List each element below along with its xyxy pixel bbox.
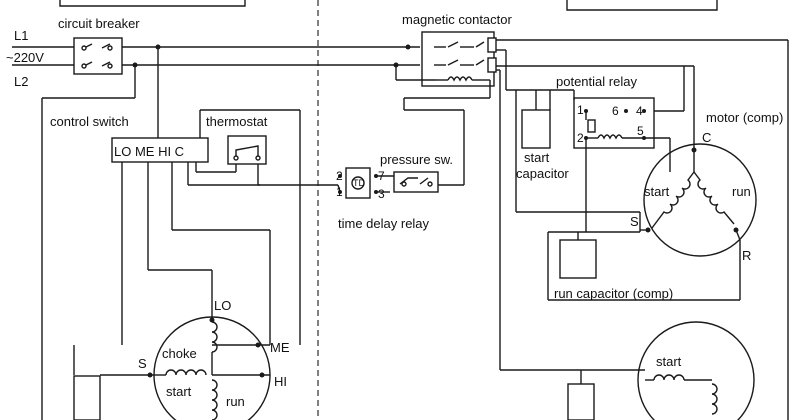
magnetic-contactor — [421, 31, 497, 87]
magnetic-contactor-label: magnetic contactor — [402, 12, 513, 27]
pressure-sw-label: pressure sw. — [380, 152, 453, 167]
start-capacitor-label-2: capacitor — [516, 166, 569, 181]
tdr-terminal-2: 2 — [336, 169, 343, 183]
thermostat — [195, 135, 338, 186]
start-capacitor-label-1: start — [524, 150, 550, 165]
start-capacitor-icon — [521, 109, 551, 149]
relay-coil-icon — [597, 134, 623, 140]
fan-winding-lo-me-icon — [211, 321, 218, 353]
comp-c-label: C — [702, 130, 711, 145]
control-switch-label: control switch — [50, 114, 129, 129]
coil-control-wires — [395, 65, 491, 186]
l2-label: L2 — [14, 74, 28, 89]
run-capacitor-comp-label: run capacitor (comp) — [554, 286, 673, 301]
start-winding-icon — [651, 171, 695, 229]
fan-me-label: ME — [270, 340, 290, 355]
fan2-start-winding-icon — [653, 374, 685, 381]
contactor-coil-icon — [447, 76, 473, 82]
fan-lo-label: LO — [214, 298, 231, 313]
start-capacitor — [515, 89, 640, 213]
comp-start-label: start — [644, 184, 670, 199]
voltage-label: ~220V — [6, 50, 44, 65]
circuit-breaker-label: circuit breaker — [58, 16, 140, 31]
fan-run-winding-icon — [211, 379, 218, 420]
pr-terminal-5: 5 — [637, 124, 644, 138]
tdr-symbol: TD — [353, 178, 365, 188]
pr-terminal-6: 6 — [612, 104, 619, 118]
fan-motor-2 — [567, 321, 755, 420]
fan-hi-label: HI — [274, 374, 287, 389]
fan2-run-winding-icon — [711, 383, 718, 415]
potential-relay — [573, 97, 655, 149]
supply-lines — [12, 44, 420, 68]
fan-capacitor-icon — [73, 375, 101, 420]
fan-s-label: S — [138, 356, 147, 371]
run-winding-icon — [693, 171, 735, 225]
tdr-terminal-7: 7 — [378, 169, 385, 183]
time-delay-relay-label: time delay relay — [338, 216, 430, 231]
potential-relay-label: potential relay — [556, 74, 637, 89]
fan2-start-label: start — [656, 354, 682, 369]
top-cutoff-boxes — [59, 0, 718, 420]
pr-terminal-4: 4 — [636, 104, 643, 118]
circuit-breaker — [73, 37, 123, 75]
tdr-terminal-3: 3 — [378, 187, 385, 201]
control-switch-terminals-label: LO ME HI C — [114, 144, 184, 159]
control-switch — [41, 47, 301, 420]
thermostat-switch-icon — [235, 145, 259, 156]
thermostat-label: thermostat — [206, 114, 268, 129]
fan-capacitor — [73, 375, 101, 420]
pressure-switch — [393, 171, 439, 193]
relay-wires — [585, 66, 685, 232]
fan-run-label: run — [226, 394, 245, 409]
fan-motor — [100, 316, 271, 420]
run-capacitor — [547, 231, 640, 300]
comp-r-label: R — [742, 248, 751, 263]
l1-label: L1 — [14, 28, 28, 43]
fan-choke-label: choke — [162, 346, 197, 361]
fan-start-label: start — [166, 384, 192, 399]
time-delay-relay — [337, 167, 394, 199]
fan2-capacitor-icon — [567, 383, 595, 420]
pr-terminal-2: 2 — [577, 131, 584, 145]
pr-terminal-1: 1 — [577, 103, 584, 117]
compressor-motor — [548, 143, 757, 301]
comp-s-label: S — [630, 214, 639, 229]
comp-run-label: run — [732, 184, 751, 199]
contactor-output-wires — [496, 39, 789, 420]
motor-comp-label: motor (comp) — [706, 110, 783, 125]
run-capacitor-icon — [559, 239, 597, 279]
tdr-terminal-1: 1 — [336, 185, 343, 199]
choke-coil-icon — [165, 369, 207, 376]
